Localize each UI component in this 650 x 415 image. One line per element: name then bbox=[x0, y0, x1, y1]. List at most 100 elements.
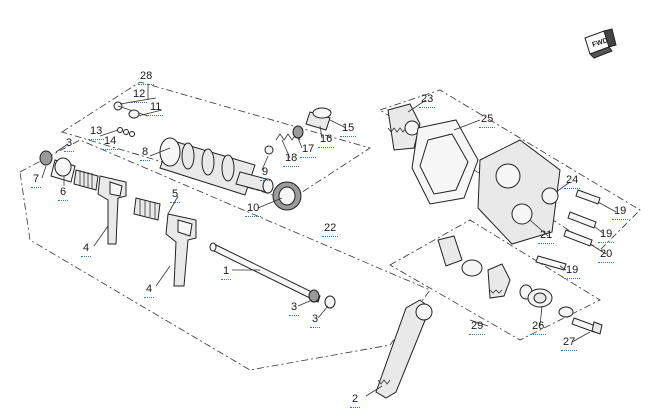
callout-9[interactable]: 9 bbox=[260, 166, 271, 181]
side-cover-gasket bbox=[411, 119, 479, 205]
callout-28-text: 28 bbox=[140, 70, 153, 82]
callout-4-left-text: 4 bbox=[83, 242, 90, 254]
callout-24[interactable]: 24 bbox=[564, 174, 581, 189]
callout-3-mid[interactable]: 3 bbox=[289, 301, 300, 316]
callout-10-text: 10 bbox=[247, 202, 260, 214]
callout-3-mid-text: 3 bbox=[291, 301, 298, 313]
callout-21-text: 21 bbox=[540, 229, 553, 241]
callout-21[interactable]: 21 bbox=[538, 229, 555, 244]
shift-drum-bearing bbox=[272, 181, 302, 211]
callout-22[interactable]: 22 bbox=[322, 222, 339, 237]
callout-8[interactable]: 8 bbox=[140, 146, 151, 161]
callout-1-text: 1 bbox=[223, 265, 230, 277]
callout-10[interactable]: 10 bbox=[245, 202, 262, 217]
callout-18-text: 18 bbox=[285, 152, 298, 164]
callout-9-text: 9 bbox=[262, 166, 269, 178]
fwd-direction-badge: FWD bbox=[584, 28, 617, 59]
circlip-b bbox=[324, 295, 336, 309]
callout-3-upper[interactable]: 3 bbox=[64, 137, 75, 152]
callout-25-text: 25 bbox=[481, 113, 494, 125]
callout-3-low-text: 3 bbox=[312, 313, 319, 325]
callout-25[interactable]: 25 bbox=[479, 113, 496, 128]
callout-19-low[interactable]: 19 bbox=[564, 264, 581, 279]
callout-19-mid[interactable]: 19 bbox=[598, 228, 615, 243]
callout-4-left[interactable]: 4 bbox=[81, 242, 92, 257]
callout-27-text: 27 bbox=[563, 336, 576, 348]
circlip-left bbox=[39, 150, 53, 166]
callout-14-text: 14 bbox=[104, 135, 117, 147]
callout-4-mid-text: 4 bbox=[146, 283, 153, 295]
callout-6[interactable]: 6 bbox=[58, 186, 69, 201]
callout-15-text: 15 bbox=[342, 122, 355, 134]
callout-4-mid[interactable]: 4 bbox=[144, 283, 155, 298]
fork-shaft bbox=[209, 242, 321, 303]
callout-24-text: 24 bbox=[566, 174, 579, 186]
callout-19-low-text: 19 bbox=[566, 264, 579, 276]
shift-lever bbox=[375, 299, 433, 399]
group-outline-22 bbox=[19, 139, 431, 371]
oil-seal bbox=[541, 187, 559, 205]
callout-1[interactable]: 1 bbox=[221, 265, 232, 280]
callout-11-text: 11 bbox=[150, 101, 162, 113]
fork-spring-left bbox=[73, 169, 99, 191]
side-cover bbox=[477, 139, 561, 245]
callout-19-mid-text: 19 bbox=[600, 228, 613, 240]
svg-text:FWD: FWD bbox=[591, 37, 608, 49]
detent-ball bbox=[264, 145, 274, 155]
shift-drum bbox=[159, 137, 274, 196]
shift-sector bbox=[387, 103, 421, 151]
callout-22-text: 22 bbox=[324, 222, 337, 234]
detent-washer bbox=[292, 125, 304, 139]
callout-16-text: 16 bbox=[320, 133, 333, 145]
callout-15[interactable]: 15 bbox=[340, 122, 357, 137]
callout-29[interactable]: 29 bbox=[469, 320, 486, 335]
callout-7[interactable]: 7 bbox=[31, 173, 42, 188]
callout-8-text: 8 bbox=[142, 146, 149, 158]
callout-5[interactable]: 5 bbox=[170, 188, 181, 203]
callout-20[interactable]: 20 bbox=[598, 248, 615, 263]
callout-3-low[interactable]: 3 bbox=[310, 313, 321, 328]
shift-fork-mid bbox=[165, 213, 197, 287]
shift-fork-left bbox=[97, 175, 127, 245]
callout-17-text: 17 bbox=[302, 143, 315, 155]
callout-2-text: 2 bbox=[352, 393, 359, 405]
callout-13-text: 13 bbox=[90, 125, 103, 137]
callout-18[interactable]: 18 bbox=[283, 152, 300, 167]
shift-small-parts bbox=[113, 101, 149, 137]
callout-5-text: 5 bbox=[172, 188, 179, 200]
callout-3-upper-text: 3 bbox=[66, 137, 73, 149]
detent-plug bbox=[305, 107, 332, 131]
stopper-gear bbox=[487, 263, 511, 299]
callout-6-text: 6 bbox=[60, 186, 67, 198]
stopper-collar bbox=[461, 259, 483, 277]
callout-19-top-text: 19 bbox=[614, 205, 627, 217]
stopper-bracket bbox=[437, 235, 463, 267]
stopper-bolt bbox=[571, 317, 603, 335]
callout-14[interactable]: 14 bbox=[102, 135, 119, 150]
callout-28[interactable]: 28 bbox=[138, 70, 155, 85]
callout-20-text: 20 bbox=[600, 248, 613, 260]
callout-11[interactable]: 11 bbox=[148, 101, 164, 116]
callout-27[interactable]: 27 bbox=[561, 336, 578, 351]
fork-sleeve bbox=[50, 157, 76, 183]
callout-12-text: 12 bbox=[133, 88, 146, 100]
stopper-washer-2 bbox=[558, 306, 574, 318]
callout-17[interactable]: 17 bbox=[300, 143, 317, 158]
leader-lines bbox=[41, 84, 617, 397]
callout-23[interactable]: 23 bbox=[419, 93, 436, 108]
callout-13[interactable]: 13 bbox=[88, 125, 105, 140]
circlip-a bbox=[308, 289, 320, 303]
callout-16[interactable]: 16 bbox=[318, 133, 335, 148]
callout-19-top[interactable]: 19 bbox=[612, 205, 629, 220]
callout-26-text: 26 bbox=[532, 320, 545, 332]
group-outline-29 bbox=[389, 219, 601, 341]
callout-7-text: 7 bbox=[33, 173, 40, 185]
return-spring bbox=[527, 288, 553, 308]
fork-spring-mid bbox=[133, 197, 161, 221]
callout-2[interactable]: 2 bbox=[350, 393, 361, 408]
callout-23-text: 23 bbox=[421, 93, 434, 105]
callout-12[interactable]: 12 bbox=[131, 88, 148, 103]
callout-26[interactable]: 26 bbox=[530, 320, 547, 335]
